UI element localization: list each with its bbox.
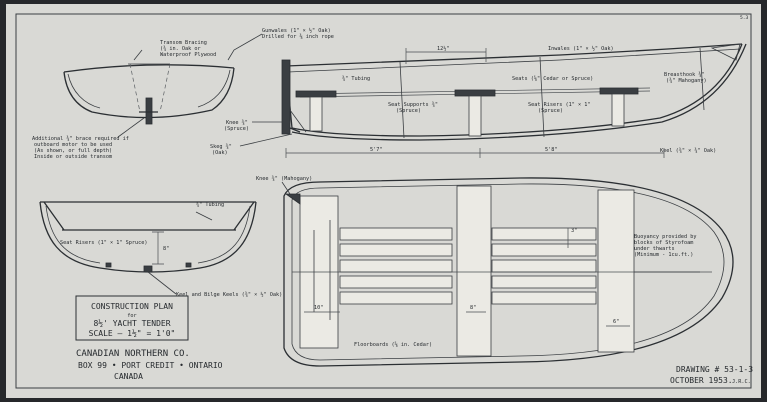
label-transom-bracing-3: Waterproof Plywood: [160, 52, 216, 58]
drawing-initials: J.R.C.: [732, 379, 751, 385]
title-line2: for: [127, 313, 136, 319]
dim-plan-6: 6": [613, 319, 619, 325]
dimension-lines-top: [285, 48, 665, 158]
label-skeg-2: (Oak): [212, 150, 228, 156]
paper: [6, 4, 761, 398]
title-line3: 8½' YACHT TENDER: [93, 318, 170, 328]
brace-note-2: outboard motor to be used: [34, 142, 112, 148]
label-seat-risers-side: Seat Risers (1" × 1": [528, 102, 590, 108]
cross-section-view: [39, 201, 257, 273]
label-knee-2: (Spruce): [224, 126, 249, 132]
label-skeg: Skeg ¾": [210, 144, 232, 150]
label-seat-supports-2: (Spruce): [396, 108, 421, 114]
label-inwales: Inwales (1" × ½" Oak): [548, 45, 614, 52]
dim-len-right: 5'8": [545, 147, 558, 153]
label-seat-risers-side-2: (Spruce): [538, 108, 563, 114]
dim-len-left: 5'7": [370, 147, 383, 153]
dim-plan-3: 3": [571, 228, 577, 234]
label-tubing-section: ¾" Tubing: [196, 202, 224, 208]
label-knee-plan: Knee ¾" (Mahogany): [256, 176, 312, 182]
label-tubing-top: ¾" Tubing: [342, 76, 370, 82]
label-breasthook-2: (¾" Mahogany): [666, 78, 707, 84]
company-name: CANADIAN NORTHERN CO.: [76, 349, 190, 359]
label-transom-bracing-2: (¾ in. Oak or: [160, 46, 201, 52]
label-gunwales: Gunwales (1" × ½" Oak): [262, 27, 331, 34]
dim-plan-8: 8": [470, 305, 476, 311]
brace-note-1: Additional ¾" brace required if: [32, 136, 129, 142]
title-line4: SCALE – 1½" = 1'0": [89, 328, 176, 338]
label-seats: Seats (⅝" Cedar or Spruce): [512, 75, 593, 82]
label-floorboards: Floorboards (⅝ in. Cedar): [354, 341, 432, 348]
side-profile: [281, 43, 747, 141]
label-seat-supports: Seat Supports ¾": [388, 102, 438, 108]
drawing-date: OCTOBER 1953.: [670, 376, 733, 385]
buoyancy-note-2: blocks of Styrofoam: [634, 240, 693, 246]
label-transom-bracing: Transom Bracing: [160, 40, 207, 46]
sheet-border: [15, 13, 752, 389]
label-knee: Knee ¾": [226, 120, 248, 126]
label-keel-bilge: Keel and Bilge Keels (¾" × ½" Oak): [176, 291, 282, 298]
dim-sec-depth: 8": [163, 246, 169, 252]
label-gunwales-2: Drilled for ⅜ inch rope: [262, 33, 334, 40]
corner-mark: 5.3: [740, 15, 749, 21]
buoyancy-note-1: Buoyancy provided by: [634, 234, 696, 240]
label-keel: Keel (¾" × ¾" Oak): [660, 148, 716, 154]
company-address: BOX 99 • PORT CREDIT • ONTARIO: [78, 361, 223, 370]
company-country: CANADA: [114, 372, 143, 381]
brace-note-4: Inside or outside transom: [34, 154, 112, 160]
title-box: [75, 295, 189, 341]
label-seat-risers-section: Seat Risers (1" × 1" Spruce): [60, 240, 147, 246]
transom-view: [63, 49, 235, 125]
drawing-number: DRAWING # 53-1-3: [676, 365, 753, 374]
label-breasthook: Breasthook ¾": [664, 72, 705, 78]
brace-note-3: (As shown, or full depth): [34, 148, 112, 154]
title-line1: CONSTRUCTION PLAN: [91, 302, 173, 311]
buoyancy-note-4: (Minimum - 1cu.ft.): [634, 252, 693, 258]
dim-plan-10: 10": [314, 305, 323, 311]
plan-view: [283, 177, 734, 367]
buoyancy-note-3: under thwarts: [634, 246, 675, 252]
dim-top-span: 12½": [437, 45, 450, 52]
